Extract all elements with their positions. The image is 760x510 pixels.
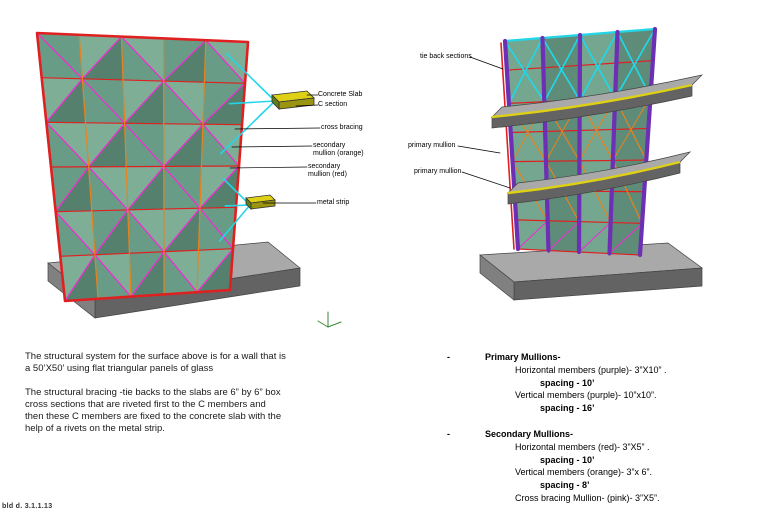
spec-section-primary: - Primary Mullions- Horizontal members (… [447,351,667,415]
spec-title: Secondary Mullions- [485,428,574,439]
list-dash: - [447,428,450,439]
spec-row: spacing - 10’ [540,377,595,388]
c-section-detail [271,90,315,110]
floor-slab-1 [491,74,704,129]
axis-icon [317,311,342,328]
spec-row: Vertical members (orange)- 3”x 6”. [515,467,653,478]
label-concrete-slab: Concrete Slab [318,91,363,98]
spec-list: - Primary Mullions- Horizontal members (… [447,351,667,505]
label-metal-strip: metal strip [317,199,350,206]
concrete-base-slab [479,242,703,301]
spec-section-secondary: - Secondary Mullions- Horizontal members… [447,428,667,505]
spec-row: Horizontal members (purple)- 3”X10” . [515,364,667,375]
label-tie-back-sections: tie back sections [420,53,472,60]
list-dash: - [447,352,450,362]
description-paragraph-2: The structural bracing -tie backs to the… [25,387,282,434]
front-structure-rendering [35,31,342,328]
tie-back-lines [503,27,657,105]
label-primary-mullion-2: primary mullion [414,168,462,175]
tie-back-lines [218,52,276,242]
spec-heading: - Secondary Mullions- [447,428,667,441]
spec-row: spacing - 10’ [540,454,595,465]
label-primary-mullion-1: primary mullion [408,142,456,149]
label-secondary-mullion-orange: secondary mullion (orange) [313,142,364,157]
spec-row: Vertical members (purple)- 10”x10”. [515,390,657,401]
leader-lines [457,56,511,189]
metal-strip-detail [245,194,276,210]
glass-wall [35,31,250,303]
leader-lines [229,94,321,204]
description-text: The structural system for the surface ab… [25,351,345,447]
corner-text: bld d. 3.1.1.13 [2,503,53,510]
spec-title: Primary Mullions- [485,352,561,362]
description-paragraph-1: The structural system for the surface ab… [25,351,286,374]
label-secondary-mullion-red: secondary mullion (red) [308,163,347,178]
primary-mullions [500,26,658,258]
floor-slab-2 [507,151,692,205]
spec-row: spacing - 8’ [540,480,590,491]
label-cross-bracing: cross bracing [321,124,363,131]
spec-row: Horizontal members (red)- 3”X5” . [515,441,650,452]
label-c-section: C section [318,101,348,108]
spec-row: spacing - 16’ [540,403,595,414]
rear-structure-rendering [457,26,704,301]
spec-heading: - Primary Mullions- [447,351,667,364]
spec-row: Cross bracing Mullion- (pink)- 3”X5”. [515,492,660,503]
